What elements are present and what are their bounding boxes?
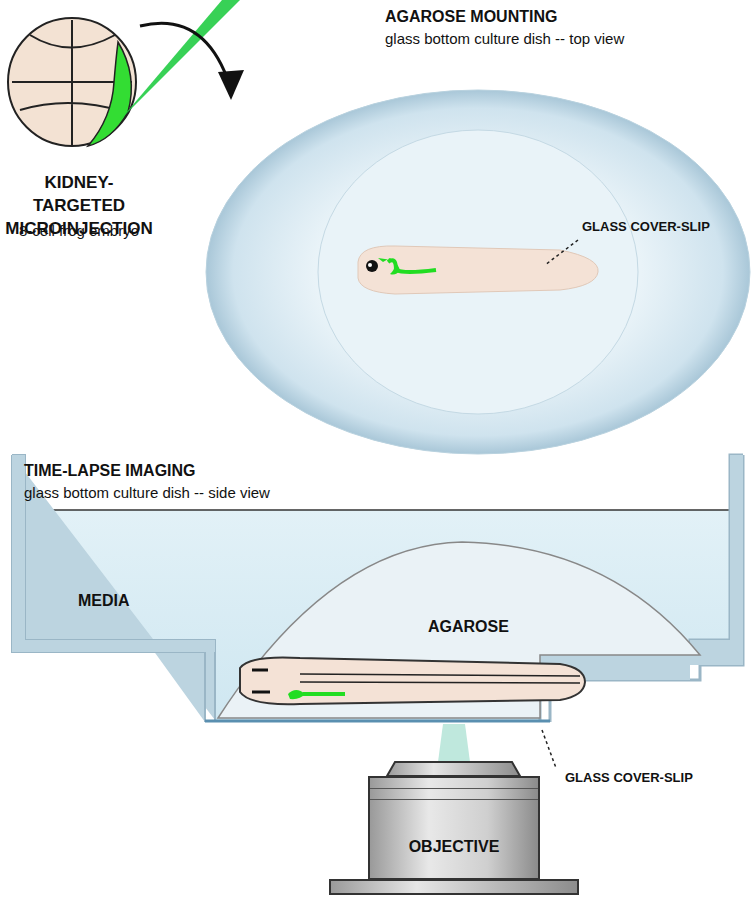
objective-lens: OBJECTIVE xyxy=(368,776,540,880)
region-label: MEDIA xyxy=(78,592,130,610)
transfer-arrow xyxy=(140,23,230,86)
node-text: OBJECTIVE xyxy=(409,838,500,856)
section-subtitle: glass bottom culture dish -- side view xyxy=(24,484,270,501)
tadpole-top xyxy=(358,246,598,294)
lens-band xyxy=(370,788,538,800)
section-subtitle: glass bottom culture dish -- top view xyxy=(385,30,624,47)
part-label: GLASS COVER-SLIP xyxy=(565,771,693,786)
section-subtitle: 8-cell frog embryo xyxy=(4,222,154,239)
region-label: AGAROSE xyxy=(428,618,509,636)
part-label: GLASS COVER-SLIP xyxy=(582,220,710,235)
tadpole-side xyxy=(240,657,585,704)
section-title: TIME-LAPSE IMAGING xyxy=(24,462,196,480)
embryo xyxy=(8,0,240,146)
section-title: AGAROSE MOUNTING xyxy=(385,8,557,26)
